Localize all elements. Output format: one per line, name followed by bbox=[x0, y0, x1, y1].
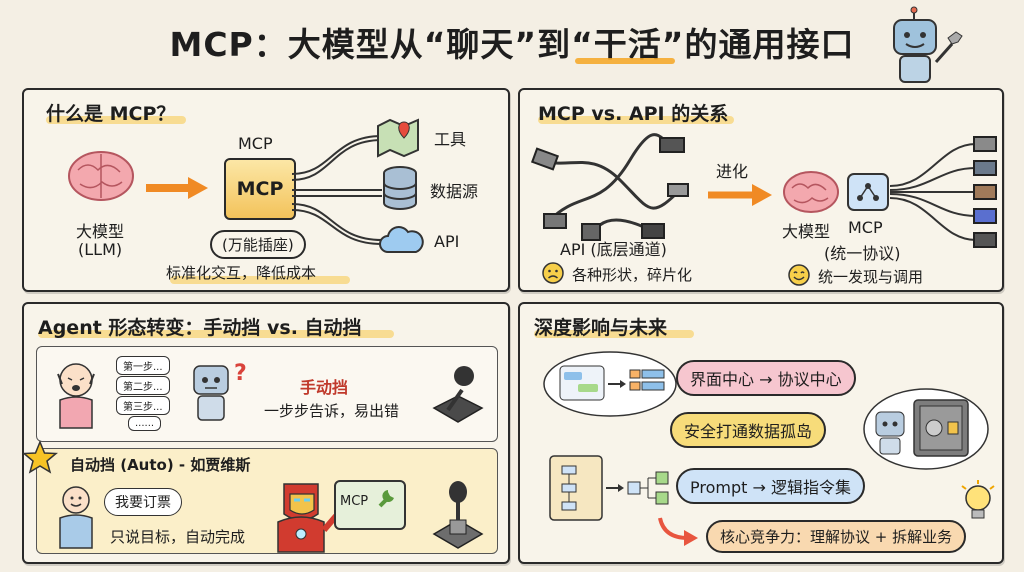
auto-gear-stick-icon bbox=[432, 481, 484, 549]
mcp-pro-text: 统一发现与调用 bbox=[818, 268, 924, 286]
scroll-flowchart-illustration bbox=[549, 455, 669, 521]
auto-desc: 只说目标，自动完成 bbox=[110, 528, 246, 546]
map-tool-icon bbox=[377, 118, 419, 158]
arrow-right-icon bbox=[146, 177, 208, 199]
mcp-tool-card bbox=[334, 480, 406, 530]
auto-title: 自动挡 (Auto) - 如贾维斯 bbox=[70, 456, 251, 474]
sad-face-icon bbox=[542, 262, 564, 284]
calm-person-icon bbox=[59, 486, 93, 549]
panel1-title: 什么是 MCP？ bbox=[46, 103, 176, 125]
manual-title: 手动挡 bbox=[300, 378, 349, 397]
mcp-socket-caption: (万能插座) bbox=[210, 230, 306, 259]
api-channel-label: API (底层通道) bbox=[560, 240, 667, 259]
panel-impact-future: 深度影响与未来 bbox=[518, 302, 1004, 564]
lightbulb-icon bbox=[961, 480, 995, 519]
panel2-title: MCP vs. API 的关系 bbox=[538, 103, 729, 125]
cloud-icon bbox=[379, 226, 424, 253]
wrench-icon bbox=[378, 490, 394, 508]
curved-arrow-icon bbox=[658, 517, 698, 546]
page-title: MCP：大模型从“聊天”到“干活”的通用接口 bbox=[169, 25, 855, 64]
step-bubble-2: 第二步... bbox=[116, 376, 170, 395]
unified-cables-icon bbox=[890, 136, 997, 248]
robot-safe-illustration bbox=[863, 388, 989, 470]
svg-text:?: ? bbox=[234, 361, 247, 386]
mcp-socket-box: MCP bbox=[224, 158, 296, 220]
step-bubble-3: 第三步... bbox=[116, 396, 170, 415]
mcp-top-label: MCP bbox=[238, 134, 273, 153]
star-icon bbox=[22, 440, 58, 474]
manual-section bbox=[36, 346, 498, 442]
panel3-title: Agent 形态转变：手动挡 vs. 自动挡 bbox=[38, 317, 362, 339]
title-underline bbox=[575, 58, 675, 64]
llm-label: 大模型 bbox=[76, 222, 125, 241]
connector-lines bbox=[292, 135, 383, 245]
mcp-tool-tag: MCP bbox=[340, 494, 369, 509]
panel-mcp-vs-api: MCP vs. API 的关系 API (底层通道) 各种形状，碎片化 进化 bbox=[518, 88, 1004, 292]
llm-sub-label: (LLM) bbox=[78, 240, 123, 259]
datasource-label: 数据源 bbox=[430, 182, 479, 201]
ironman-icon bbox=[277, 483, 339, 553]
tools-label: 工具 bbox=[434, 130, 467, 149]
evolve-arrow-icon bbox=[708, 184, 772, 206]
robot-mascot-icon bbox=[893, 6, 963, 83]
confused-robot-icon: ? bbox=[193, 361, 247, 421]
impact-item-1: 界面中心 → 协议中心 bbox=[676, 360, 856, 396]
tangled-cables-icon bbox=[530, 133, 689, 241]
happy-face-icon bbox=[788, 264, 810, 286]
panel-what-is-mcp: 什么是 MCP？ 大模型 (LLM) MCP MCP (万能插座) 工具 数据源… bbox=[22, 88, 510, 292]
brain-icon bbox=[68, 151, 134, 201]
step-bubble-1: 第一步... bbox=[116, 356, 170, 375]
panel2-mcp-sub: (统一协议) bbox=[824, 244, 901, 263]
panel1-bottom-text: 标准化交互，降低成本 bbox=[166, 264, 317, 282]
database-icon bbox=[383, 166, 417, 210]
panel4-title: 深度影响与未来 bbox=[534, 317, 668, 339]
api-con-text: 各种形状，碎片化 bbox=[572, 266, 693, 284]
panel2-mcp-label: MCP bbox=[848, 218, 883, 237]
stressed-person-icon bbox=[57, 363, 95, 429]
impact-item-4: 核心竞争力：理解协议 + 拆解业务 bbox=[706, 520, 967, 553]
impact-item-3: Prompt → 逻辑指令集 bbox=[676, 468, 865, 504]
evolve-label: 进化 bbox=[716, 162, 749, 181]
brain-small-icon bbox=[783, 171, 839, 213]
mcp-hub-icon bbox=[847, 173, 889, 211]
api-label: API bbox=[434, 232, 460, 251]
step-bubble-4: ...... bbox=[128, 416, 162, 431]
manual-gear-stick-icon bbox=[432, 366, 484, 423]
panel-agent-shift: Agent 形态转变：手动挡 vs. 自动挡 第一步... 第二步... 第三步… bbox=[22, 302, 510, 564]
ui-flow-illustration bbox=[543, 351, 677, 417]
manual-desc: 一步步告诉，易出错 bbox=[264, 402, 400, 420]
auto-speech-bubble: 我要订票 bbox=[104, 488, 182, 516]
panel2-llm-label: 大模型 bbox=[782, 222, 831, 241]
impact-item-2: 安全打通数据孤岛 bbox=[670, 412, 827, 448]
